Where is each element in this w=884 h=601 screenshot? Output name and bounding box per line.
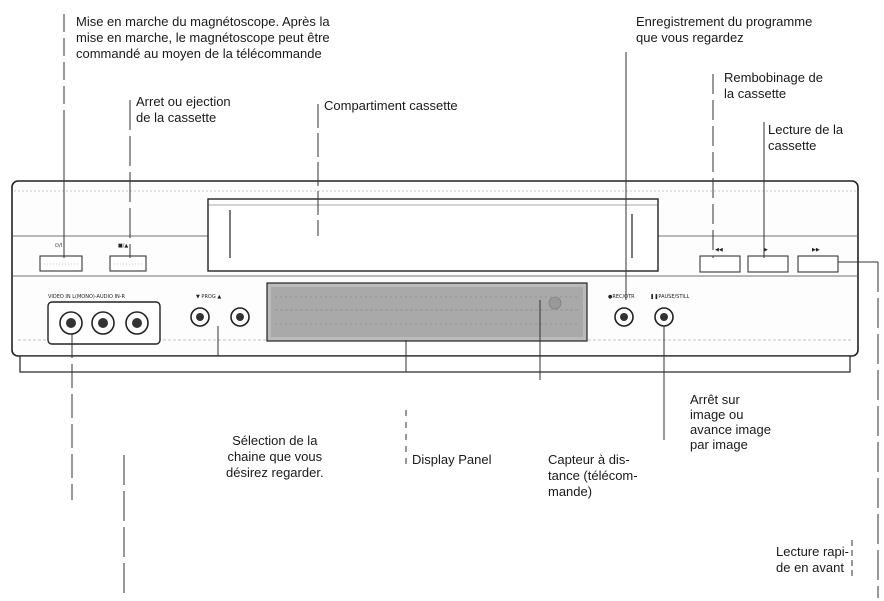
av-inputs-text: VIDEO IN L(MONO)-AUDIO IN-R bbox=[48, 294, 125, 300]
leader-lines bbox=[63, 14, 879, 598]
power-button-text: ⏻/I bbox=[55, 243, 62, 249]
vcr-base bbox=[19, 355, 851, 373]
callout-fast-forward: Lecture rapi- de en avant bbox=[776, 544, 849, 575]
rec-otr-text: ●REC/OTR bbox=[608, 294, 635, 300]
prog-buttons-text: ▼ PROG ▲ bbox=[196, 294, 221, 300]
fast-forward-button-text: ▶▶ bbox=[812, 247, 820, 253]
play-button[interactable] bbox=[747, 255, 789, 273]
rewind-button-text: ◀◀ bbox=[715, 247, 723, 253]
callout-power: Mise en marche du magnétoscope. Après la… bbox=[76, 14, 330, 61]
rewind-button[interactable] bbox=[699, 255, 741, 273]
remote-sensor-window bbox=[548, 296, 562, 310]
callout-cassette-compartment: Compartiment cassette bbox=[324, 98, 458, 113]
power-button[interactable] bbox=[39, 255, 83, 272]
callout-channel-select: Sélection de la chaine que vous désirez … bbox=[226, 433, 324, 480]
callout-rewind: Rembobinage de la cassette bbox=[724, 70, 824, 101]
play-button-text: ▶ bbox=[764, 247, 768, 253]
callout-display-panel: Display Panel bbox=[412, 452, 492, 467]
stop-eject-button[interactable] bbox=[109, 255, 147, 272]
fast-forward-button[interactable] bbox=[797, 255, 839, 273]
stop-eject-button-text: ■/▲ bbox=[118, 243, 128, 249]
callout-remote-sensor: Capteur à dis- tance (télécom- mande) bbox=[548, 452, 638, 499]
pause-still-text: ❚❚PAUSE/STILL bbox=[650, 294, 690, 300]
callout-stop-eject: Arret ou ejection de la cassette bbox=[136, 94, 231, 125]
cassette-compartment bbox=[207, 198, 659, 272]
callout-play: Lecture de la cassette bbox=[768, 122, 844, 153]
callout-record: Enregistrement du programme que vous reg… bbox=[636, 14, 813, 45]
callout-freeze-frame: Arrêt sur image ou avance image par imag… bbox=[690, 392, 771, 452]
